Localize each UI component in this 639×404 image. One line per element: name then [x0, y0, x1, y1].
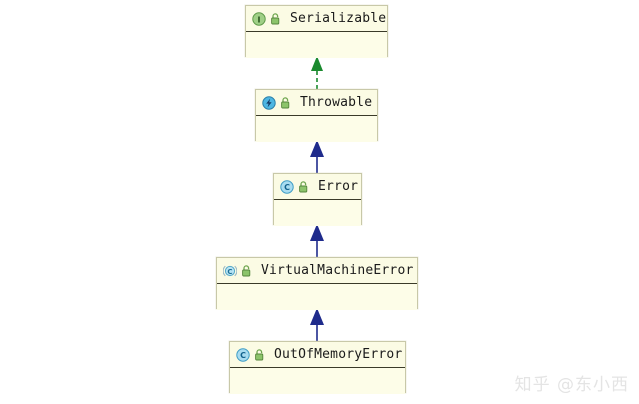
edge-arrowhead: [311, 56, 323, 71]
edge-vme-error: [310, 224, 324, 257]
uml-node-header: C OutOfMemoryError: [230, 342, 405, 368]
uml-node-header: Throwable: [256, 90, 377, 116]
class-icon: C: [280, 179, 294, 194]
uml-node-title: Error: [318, 179, 359, 194]
edge-arrowhead: [310, 308, 324, 325]
uml-node-body-compartment: [217, 284, 417, 310]
uml-node-throwable[interactable]: Throwable: [255, 89, 378, 142]
uml-node-serializable[interactable]: I Serializable: [245, 5, 388, 58]
edge-throwable-serializable: [311, 56, 323, 89]
exception-class-icon: [262, 95, 276, 110]
uml-node-body-compartment: [274, 200, 361, 226]
interface-icon: I: [252, 11, 266, 26]
svg-text:I: I: [258, 15, 261, 24]
uml-node-body-compartment: [246, 32, 387, 58]
uml-node-title: Serializable: [290, 11, 387, 26]
svg-text:C: C: [240, 351, 246, 360]
uml-node-title: OutOfMemoryError: [274, 347, 403, 362]
svg-text:C: C: [284, 183, 290, 192]
uml-node-header: C Error: [274, 174, 361, 200]
lock-icon: [241, 264, 252, 277]
edge-arrowhead: [310, 224, 324, 241]
uml-node-title: VirtualMachineError: [261, 263, 414, 278]
lock-icon: [280, 96, 291, 109]
svg-text:C: C: [227, 267, 232, 275]
uml-node-header: C VirtualMachineError: [217, 258, 417, 284]
lock-icon: [254, 348, 265, 361]
abstract-class-icon: C: [223, 264, 237, 278]
uml-node-body-compartment: [256, 116, 377, 142]
uml-node-body-compartment: [230, 368, 405, 394]
uml-node-outofmemoryerror[interactable]: C OutOfMemoryError: [229, 341, 406, 394]
uml-node-virtualmachineerror[interactable]: C VirtualMachineError: [216, 257, 418, 310]
uml-node-header: I Serializable: [246, 6, 387, 32]
class-icon: C: [236, 347, 250, 362]
edge-oome-vme: [310, 308, 324, 341]
watermark-text: 知乎 @东小西: [514, 375, 629, 395]
lock-icon: [298, 180, 309, 193]
lock-icon: [270, 12, 281, 25]
edge-arrowhead: [310, 140, 324, 157]
uml-node-title: Throwable: [300, 95, 373, 110]
edge-error-throwable: [310, 140, 324, 173]
uml-node-error[interactable]: C Error: [273, 173, 362, 226]
